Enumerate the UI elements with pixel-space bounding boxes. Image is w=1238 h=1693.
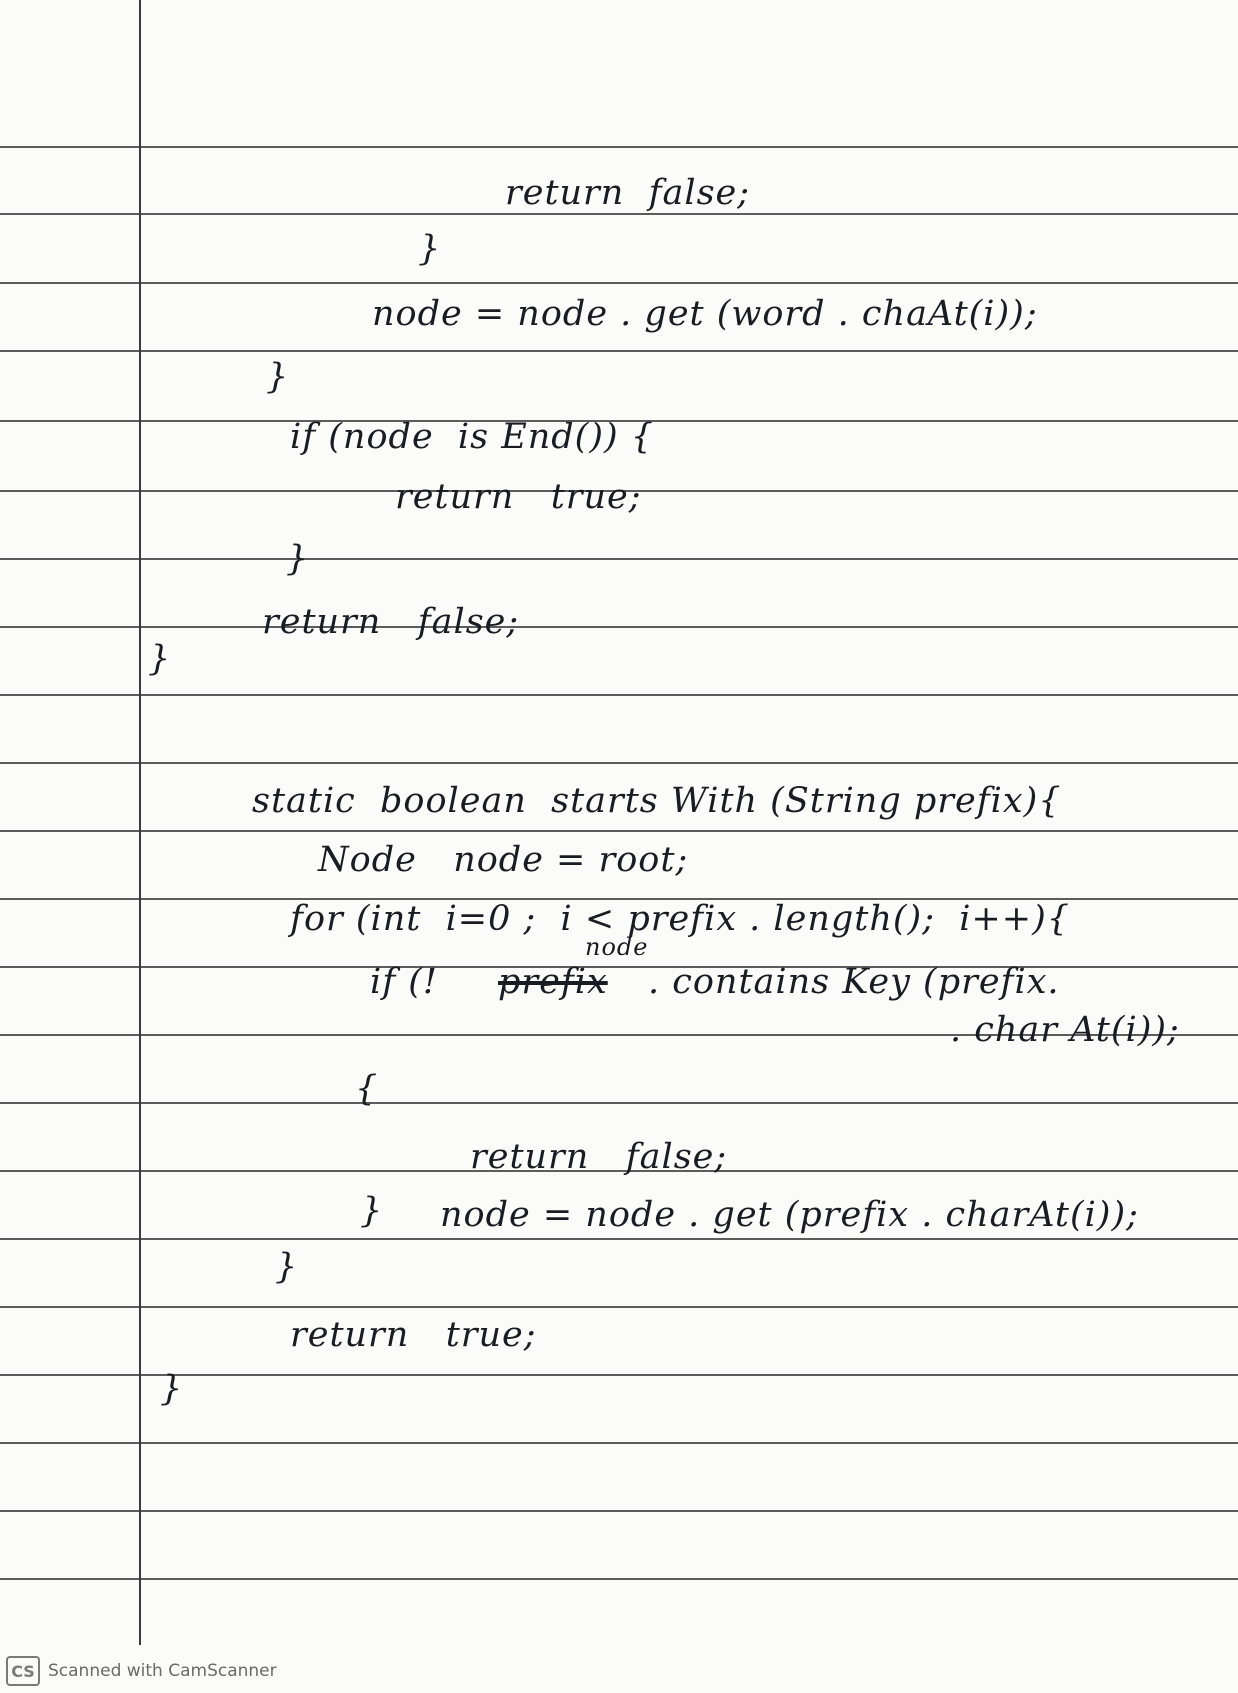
rule-line [0, 1442, 1238, 1444]
rule-line [0, 146, 1238, 148]
rule-line [0, 350, 1238, 352]
code-line: return true; [395, 477, 642, 517]
code-line: if (! [370, 962, 438, 1002]
code-line: return true; [290, 1315, 537, 1355]
code-line: } [360, 1191, 384, 1231]
rule-line [0, 830, 1238, 832]
camscanner-watermark: CS Scanned with CamScanner [6, 1654, 277, 1688]
code-line: for (int i=0 ; i < prefix . length(); i+… [290, 899, 1071, 939]
margin-line [139, 0, 141, 1645]
camscanner-logo-icon: CS [6, 1656, 40, 1686]
code-line: Node node = root; [318, 840, 689, 880]
rule-line [0, 898, 1238, 900]
rule-line [0, 1238, 1238, 1240]
inserted-word: node [585, 933, 649, 961]
rule-line [0, 1578, 1238, 1580]
rule-line [0, 966, 1238, 968]
code-line: return false; [262, 602, 520, 642]
code-line: node = node . get (prefix . charAt(i)); [440, 1195, 1139, 1235]
code-line: } [418, 229, 442, 269]
code-line: static boolean starts With (String prefi… [252, 781, 1062, 821]
code-line: } [286, 539, 310, 579]
rule-line [0, 1034, 1238, 1036]
rule-line [0, 1306, 1238, 1308]
rule-line [0, 1374, 1238, 1376]
rule-line [0, 558, 1238, 560]
code-line: } [148, 639, 172, 679]
code-line: } [160, 1369, 184, 1409]
code-line: return false; [470, 1137, 728, 1177]
code-line: { [355, 1069, 379, 1109]
rule-line [0, 1170, 1238, 1172]
code-line: if (node is End()) { [290, 417, 655, 457]
code-line: . char At(i)); [950, 1010, 1180, 1050]
code-line: } [275, 1247, 299, 1287]
rule-line [0, 694, 1238, 696]
camscanner-text: Scanned with CamScanner [48, 1661, 277, 1681]
rule-line [0, 282, 1238, 284]
rule-line [0, 1102, 1238, 1104]
rule-line [0, 213, 1238, 215]
code-line: . contains Key (prefix. [648, 962, 1060, 1002]
rule-line [0, 762, 1238, 764]
rule-line [0, 1510, 1238, 1512]
crossed-out-word: prefix [498, 962, 608, 1002]
code-line: node = node . get (word . chaAt(i)); [372, 294, 1038, 334]
code-line: } [266, 357, 290, 397]
code-line: return false; [505, 173, 751, 213]
rule-line [0, 490, 1238, 492]
rule-line [0, 420, 1238, 422]
rule-line [0, 626, 1238, 628]
